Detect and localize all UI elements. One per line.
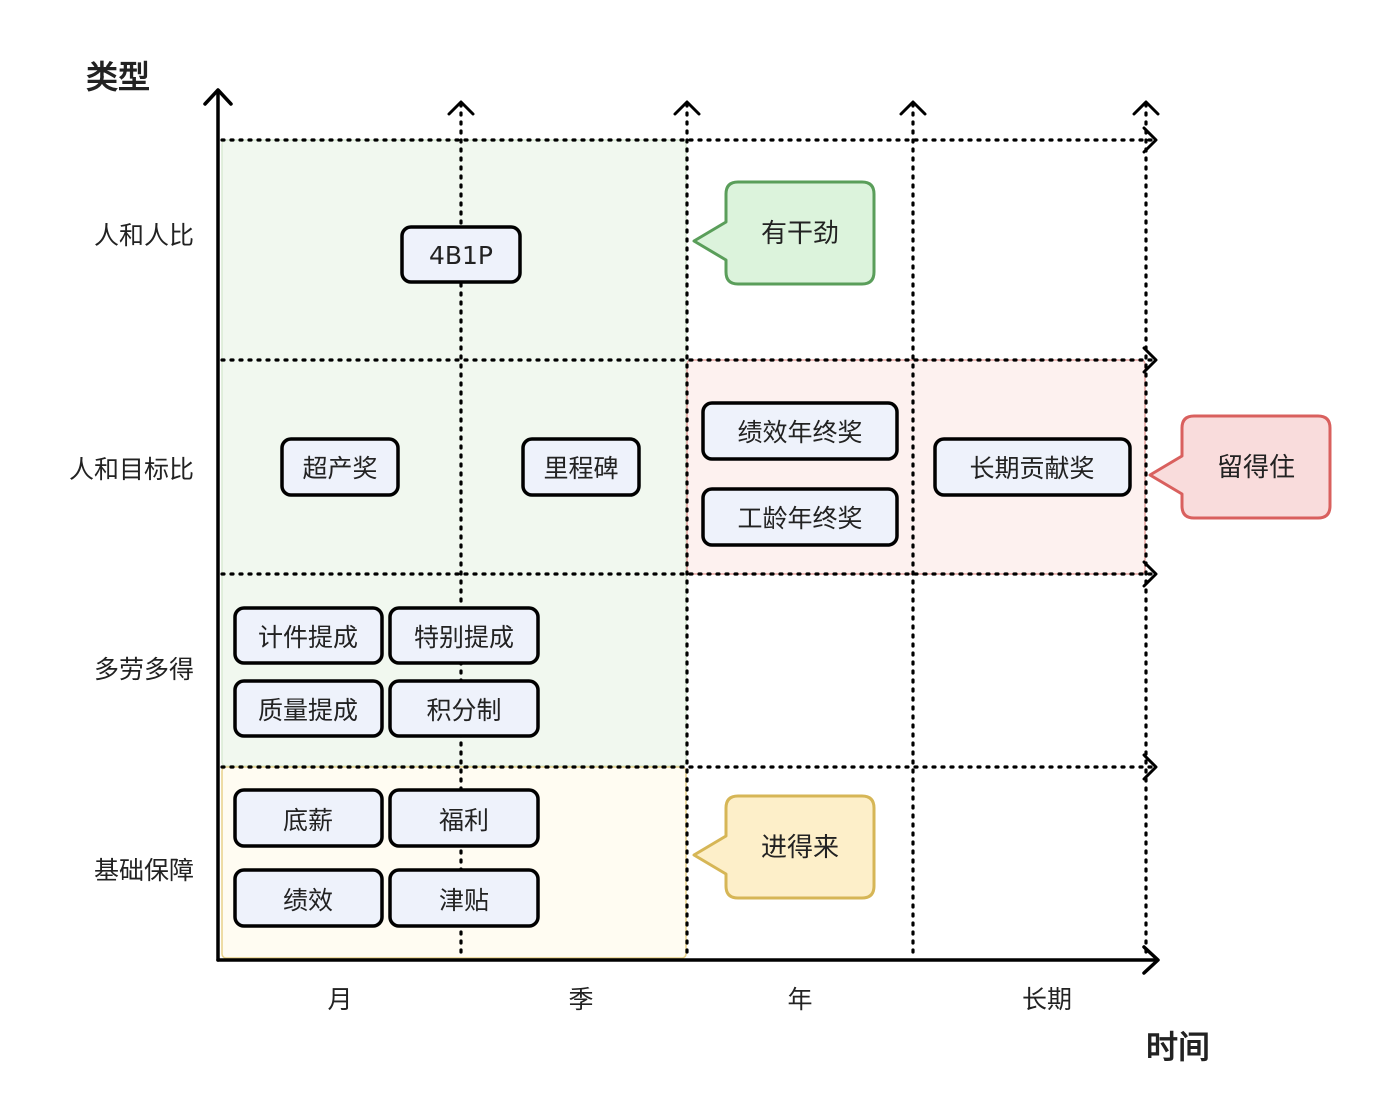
callout-yougajin: 有干劲 bbox=[692, 180, 876, 286]
column-label: 年 bbox=[787, 985, 812, 1014]
y-axis-title: 类型 bbox=[86, 58, 150, 96]
row-label: 基础保障 bbox=[94, 856, 194, 885]
item-tebie-ticheng[interactable]: 特别提成 bbox=[388, 606, 540, 665]
item-jifenzhi[interactable]: 积分制 bbox=[388, 679, 540, 738]
item-jixiao[interactable]: 绩效 bbox=[233, 868, 384, 928]
arrow-up-icon bbox=[1132, 100, 1160, 116]
arrow-up-icon bbox=[447, 100, 475, 116]
item-jixiao-nianzhongjiang[interactable]: 绩效年终奖 bbox=[701, 401, 899, 461]
arrow-right-icon bbox=[1142, 126, 1158, 154]
item-jintie[interactable]: 津贴 bbox=[388, 868, 540, 928]
svg-text:计件提成: 计件提成 bbox=[258, 623, 358, 652]
row-label: 人和人比 bbox=[94, 221, 194, 250]
arrow-right-icon bbox=[1142, 560, 1158, 588]
svg-text:底薪: 底薪 bbox=[283, 806, 333, 835]
svg-text:积分制: 积分制 bbox=[426, 696, 501, 725]
svg-text:绩效年终奖: 绩效年终奖 bbox=[737, 418, 862, 447]
svg-text:留得住: 留得住 bbox=[1217, 453, 1295, 483]
column-label: 长期 bbox=[1022, 985, 1072, 1014]
svg-text:有干劲: 有干劲 bbox=[761, 219, 839, 249]
item-zhiliang-ticheng[interactable]: 质量提成 bbox=[233, 679, 384, 738]
column-label: 季 bbox=[568, 985, 593, 1014]
main-axes bbox=[203, 88, 1160, 975]
item-chaochanjiang[interactable]: 超产奖 bbox=[280, 437, 400, 497]
y-axis-arrow-icon bbox=[203, 88, 233, 106]
svg-text:4B1P: 4B1P bbox=[429, 241, 493, 270]
svg-text:特别提成: 特别提成 bbox=[414, 623, 514, 652]
grid-lines bbox=[220, 102, 1154, 957]
item-lichengbei[interactable]: 里程碑 bbox=[521, 437, 641, 497]
callout-liudezhu: 留得住 bbox=[1148, 414, 1332, 520]
arrow-up-icon bbox=[899, 100, 927, 116]
arrow-right-icon bbox=[1142, 346, 1158, 374]
column-labels: 月 季 年 长期 bbox=[327, 985, 1072, 1014]
svg-text:超产奖: 超产奖 bbox=[302, 454, 377, 483]
item-gongling-nianzhongjiang[interactable]: 工龄年终奖 bbox=[701, 487, 899, 547]
svg-text:津贴: 津贴 bbox=[439, 886, 489, 915]
grid-arrowheads bbox=[447, 100, 1160, 781]
item-fuli[interactable]: 福利 bbox=[388, 788, 540, 848]
callouts: 有干劲 留得住 进得来 bbox=[692, 180, 1332, 900]
svg-text:福利: 福利 bbox=[439, 806, 489, 835]
row-label: 人和目标比 bbox=[69, 455, 194, 484]
x-axis-title: 时间 bbox=[1146, 1028, 1210, 1066]
svg-text:绩效: 绩效 bbox=[283, 886, 333, 915]
item-dixin[interactable]: 底薪 bbox=[233, 788, 384, 848]
row-label: 多劳多得 bbox=[94, 655, 194, 684]
item-4b1p[interactable]: 4B1P bbox=[400, 225, 522, 284]
svg-text:工龄年终奖: 工龄年终奖 bbox=[737, 504, 862, 533]
row-labels: 人和人比 人和目标比 多劳多得 基础保障 bbox=[69, 221, 194, 885]
item-boxes: 4B1P 超产奖 里程碑 绩效年终奖 工龄年终奖 长期贡献奖 计件提成 特别提 bbox=[233, 225, 1132, 928]
item-changqi-gongxianjiang[interactable]: 长期贡献奖 bbox=[933, 437, 1132, 497]
svg-text:进得来: 进得来 bbox=[761, 833, 839, 863]
arrow-up-icon bbox=[673, 100, 701, 116]
x-axis-arrow-icon bbox=[1142, 945, 1160, 975]
svg-text:长期贡献奖: 长期贡献奖 bbox=[969, 454, 1094, 483]
callout-jindelai: 进得来 bbox=[692, 794, 876, 900]
svg-text:质量提成: 质量提成 bbox=[258, 696, 358, 725]
item-jijian-ticheng[interactable]: 计件提成 bbox=[233, 606, 384, 665]
arrow-right-icon bbox=[1142, 753, 1158, 781]
column-label: 月 bbox=[327, 985, 352, 1014]
svg-text:里程碑: 里程碑 bbox=[543, 454, 618, 483]
